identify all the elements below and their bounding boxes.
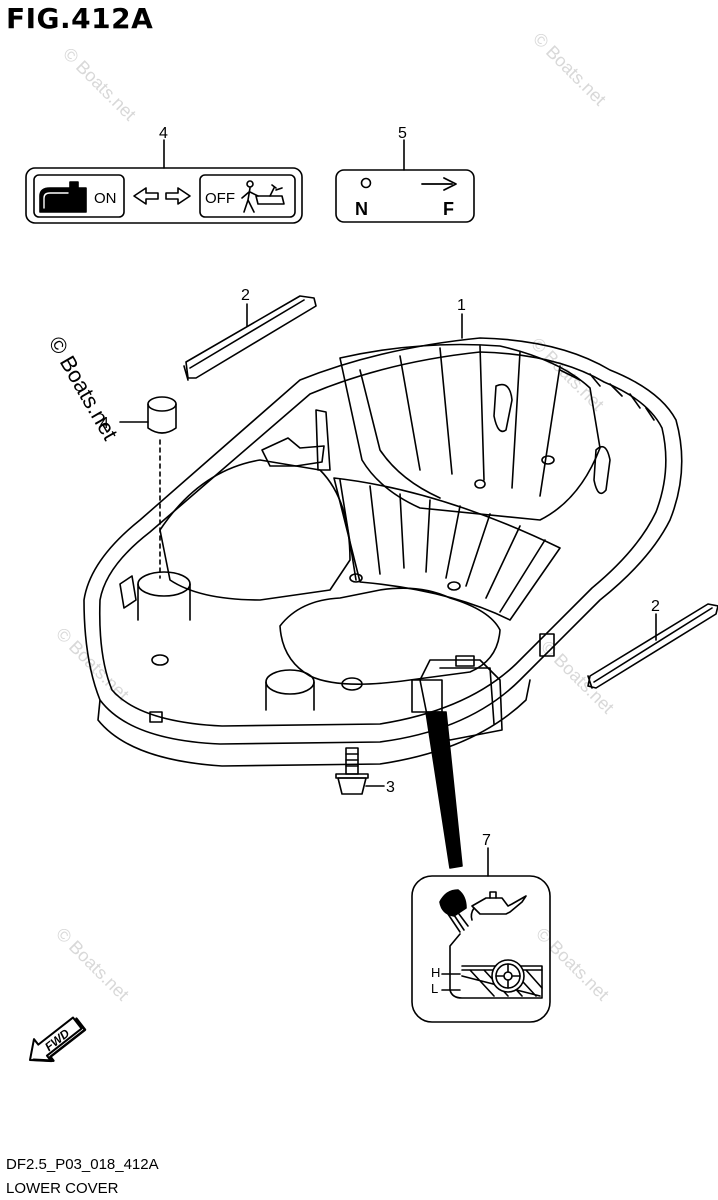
grommet — [147, 396, 177, 434]
oil-low-label: L — [431, 981, 438, 996]
lower-cover — [83, 337, 683, 767]
fuel-tank-icon — [39, 181, 87, 213]
person-icon — [241, 180, 285, 213]
callout-2a: 2 — [241, 287, 250, 304]
bolt — [335, 747, 369, 795]
sight-glass-icon — [449, 933, 543, 999]
double-arrow-icon — [133, 187, 191, 205]
seal-strip-right — [587, 603, 718, 689]
figure-title: FIG.412A — [6, 2, 154, 35]
figure-name: LOWER COVER — [6, 1180, 119, 1197]
callout-2b: 2 — [651, 598, 660, 615]
decal-oil-level: H L — [411, 875, 551, 1023]
watermark: © Boats.net — [532, 924, 613, 1005]
watermarks: © Boats.net © Boats.net © Boats.net © Bo… — [52, 29, 618, 1005]
callout-4: 4 — [100, 415, 109, 432]
decal-gear-label: N F — [335, 169, 475, 223]
fuel-on-label: ON — [94, 190, 117, 207]
watermark: © Boats.net — [529, 29, 610, 110]
gear-shift-arrow-icon — [421, 177, 457, 191]
figure-code: DF2.5_P03_018_412A — [6, 1156, 159, 1173]
watermark: © Boats.net — [52, 924, 133, 1005]
oil-high-label: H — [431, 965, 440, 980]
fuel-off-label: OFF — [205, 190, 235, 207]
fwd-arrow-icon: FWD — [29, 1016, 87, 1063]
watermark: © Boats.net — [59, 44, 140, 125]
callout-1: 1 — [457, 297, 466, 314]
seal-strip-upper — [183, 295, 317, 381]
oil-cap-icon — [439, 889, 469, 933]
callout-6: 4 — [159, 125, 168, 142]
oil-can-icon — [470, 891, 527, 921]
gear-forward-label: F — [443, 199, 454, 219]
gear-neutral-label: N — [355, 199, 368, 219]
decal-leader-arrow — [425, 711, 463, 869]
callout-5: 5 — [398, 125, 407, 142]
callout-3: 3 — [386, 779, 395, 796]
watermark: © Boats.net — [52, 624, 133, 705]
decal-fuel-label: ON OFF — [25, 167, 303, 224]
callout-7: 7 — [482, 832, 491, 849]
watermark: © Boats.net — [537, 637, 618, 718]
watermark-bold: © Boats.net — [44, 332, 123, 444]
